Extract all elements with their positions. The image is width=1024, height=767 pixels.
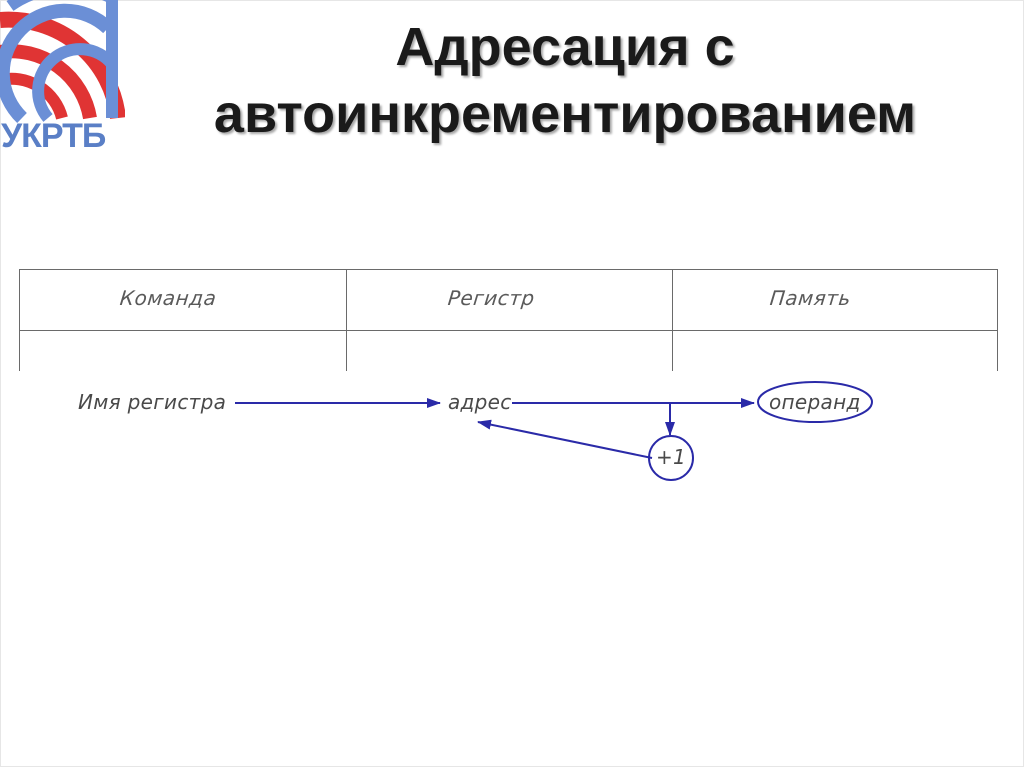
arrow-increment-to-address — [477, 419, 653, 459]
operand-label: операнд — [769, 390, 861, 414]
flow-arrows — [235, 381, 873, 481]
increment-circle — [648, 435, 694, 481]
address-label: адрес — [448, 390, 512, 414]
table-column-divider — [672, 270, 673, 371]
increment-label: +1 — [656, 445, 687, 469]
title-line-1: Адресация с — [395, 17, 735, 77]
table-column-divider — [346, 270, 347, 371]
logo-text: УКРТБ — [1, 117, 106, 155]
page-title: Адресация с автоинкрементированием — [130, 14, 1000, 148]
title-line-2: автоинкрементированием — [213, 84, 917, 144]
memory-table: Команда Регистр Память — [19, 269, 998, 371]
operand-ellipse — [757, 381, 873, 423]
logo: УКРТБ — [0, 0, 125, 162]
register-name-label: Имя регистра — [78, 390, 227, 414]
addressing-diagram: Команда Регистр Память Имя регистра адре… — [0, 255, 1024, 495]
logo-arcs-graphic — [0, 0, 125, 124]
table-header-divider — [20, 330, 997, 331]
